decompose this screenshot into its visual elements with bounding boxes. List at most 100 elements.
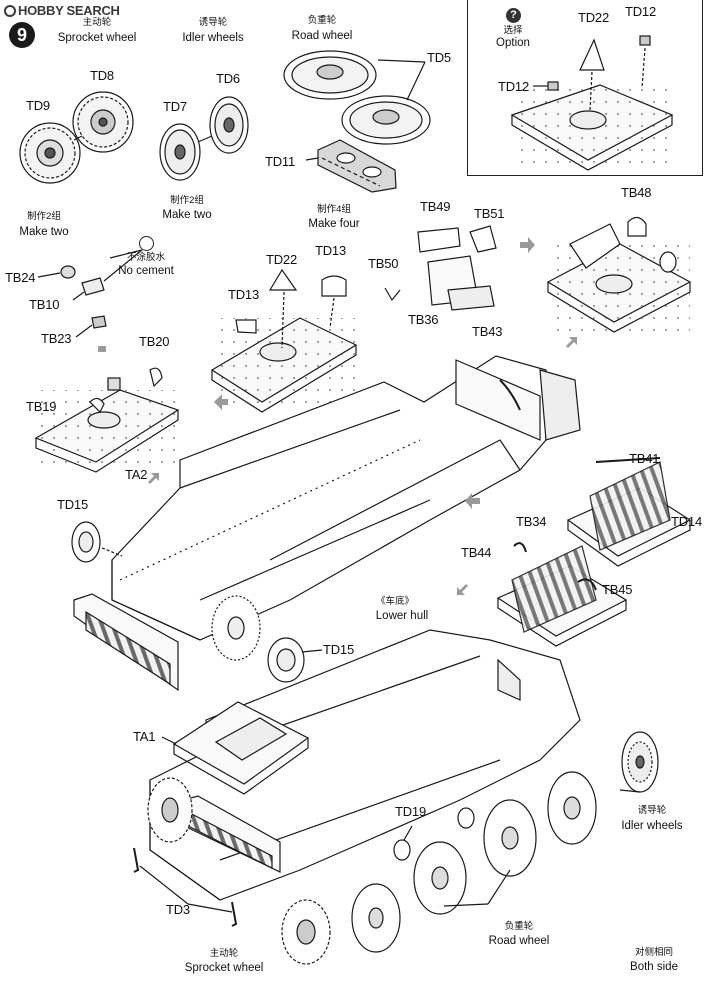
track-plate-left (73, 593, 179, 692)
sprocket-bottom-zh: 主动轮 (209, 948, 239, 959)
step-badge: 9 (9, 22, 35, 48)
label-tb24: TB24 (5, 270, 36, 285)
both-side-en: Both side (630, 961, 678, 973)
label-ta1: TA1 (133, 729, 156, 744)
label-tb10: TB10 (29, 297, 60, 312)
label-td13-a: TD13 (228, 287, 259, 302)
flow-arrow-icon (98, 237, 577, 595)
label-tb41: TB41 (629, 451, 660, 466)
idler-td15-right (267, 637, 305, 683)
make-two-left-zh: 制作2组 (27, 211, 61, 222)
lower-hull-en: Lower hull (375, 610, 429, 622)
hatch-plate-ta1 (172, 701, 310, 795)
sprocket-top-en: Sprocket wheel (57, 32, 137, 44)
label-tb43: TB43 (472, 324, 503, 339)
watermark: HOBBY SEARCH (4, 3, 120, 18)
label-tb20: TB20 (139, 334, 170, 349)
label-td5: TD5 (427, 50, 451, 65)
make-two-mid-zh: 制作2组 (170, 195, 204, 206)
sprocket-flange-middle (211, 595, 261, 661)
part-tb24 (60, 265, 76, 279)
make-four-en: Make four (308, 218, 360, 230)
road-bottom-zh: 负重轮 (504, 921, 534, 932)
part-tb23 (91, 315, 107, 329)
idler-wheel-bottom (621, 731, 659, 793)
lower-hull-middle (111, 355, 581, 641)
suspension-tb34 (566, 457, 692, 567)
bogie-td11 (317, 139, 397, 193)
label-td12-b: TD12 (498, 79, 529, 94)
road-wheel-4 (547, 771, 597, 845)
label-tb48: TB48 (621, 185, 652, 200)
label-tb19: TB19 (26, 399, 57, 414)
road-wheel-1 (351, 883, 401, 953)
idler-td15-left (71, 521, 101, 563)
label-td8: TD8 (90, 68, 114, 83)
option-en: Option (496, 37, 530, 49)
no-cement-en: No cement (118, 265, 174, 277)
label-tb51: TB51 (474, 206, 505, 221)
road-top-en: Road wheel (291, 30, 353, 42)
bracket-td3 (133, 847, 238, 927)
no-cement-zh: 不涂胶水 (126, 252, 166, 263)
road-top-zh: 负重轮 (307, 15, 337, 26)
label-tb34: TB34 (516, 514, 547, 529)
label-tb45: TB45 (602, 582, 633, 597)
logo-icon (4, 5, 16, 17)
make-four-zh: 制作4组 (317, 204, 351, 215)
label-tb23: TB23 (41, 331, 72, 346)
label-tb49: TB49 (420, 199, 451, 214)
make-two-mid-en: Make two (162, 209, 212, 221)
idler-bottom-en: Idler wheels (621, 820, 683, 832)
label-td19: TD19 (395, 804, 426, 819)
label-td15-b: TD15 (323, 642, 354, 657)
question-mark-icon: ? (506, 8, 521, 23)
option-turret-plate (510, 35, 674, 171)
idler-top-en: Idler wheels (182, 32, 244, 44)
plate-ta2 (34, 367, 180, 473)
label-ta2: TA2 (125, 467, 148, 482)
sprocket-wheel-bottom (281, 899, 331, 965)
label-tb50: TB50 (368, 256, 399, 271)
label-tb36: TB36 (408, 312, 439, 327)
idler-top-zh: 诱导轮 (198, 17, 228, 28)
watermark-text: HOBBY SEARCH (18, 3, 120, 18)
both-side-zh: 对侧相同 (634, 947, 674, 958)
sprocket-top-zh: 主动轮 (82, 17, 112, 28)
road-wheel-td5-upper (283, 50, 377, 100)
road-bottom-en: Road wheel (488, 935, 550, 947)
frame-assembly-tb (384, 225, 497, 311)
bogie-td19 (393, 807, 475, 861)
label-td22-option: TD22 (578, 10, 609, 25)
label-td9: TD9 (26, 98, 50, 113)
label-td11: TD11 (265, 154, 296, 169)
idler-wheel-td6 (209, 96, 249, 154)
road-wheel-3 (483, 799, 537, 877)
sprocket-wheel-td8 (72, 91, 134, 153)
label-td3: TD3 (166, 902, 190, 917)
suspension-tb45 (496, 542, 628, 647)
label-td13-b: TD13 (315, 243, 346, 258)
label-td22: TD22 (266, 252, 297, 267)
road-wheel-td5-lower (341, 95, 431, 145)
option-zh: 选择 (503, 25, 523, 36)
hull-front-plate (210, 268, 358, 413)
lower-hull-zh: 《车底》 (375, 596, 415, 607)
label-td6: TD6 (216, 71, 240, 86)
make-two-left-en: Make two (19, 226, 69, 238)
part-tb10 (81, 277, 105, 296)
idler-wheel-td7 (159, 123, 201, 181)
idler-bottom-zh: 诱导轮 (637, 805, 667, 816)
label-td12-a: TD12 (625, 4, 656, 19)
turret-assembly-tb48 (546, 216, 692, 334)
road-wheel-2 (413, 841, 467, 915)
no-cement-icon (139, 236, 154, 251)
option-box (467, 0, 703, 176)
sprocket-wheel-bottom-left (147, 777, 193, 843)
label-tb44: TB44 (461, 545, 492, 560)
label-td7: TD7 (163, 99, 187, 114)
label-td15-a: TD15 (57, 497, 88, 512)
sprocket-bottom-en: Sprocket wheel (184, 962, 264, 974)
